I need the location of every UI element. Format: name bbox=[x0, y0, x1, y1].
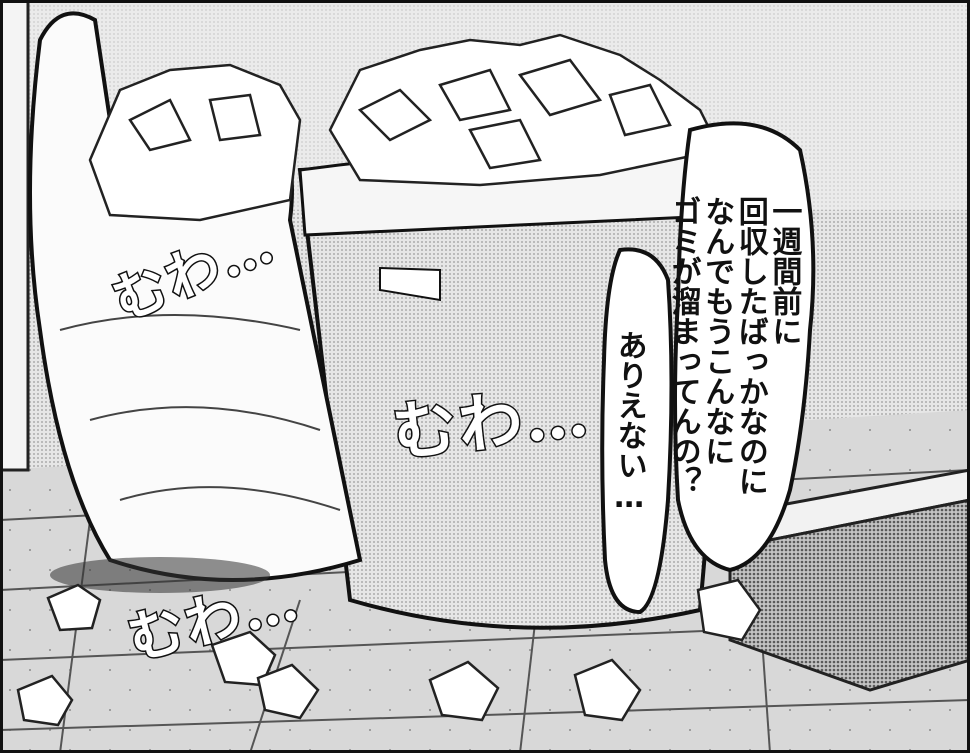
speech-balloon-side bbox=[600, 247, 674, 615]
floor-papers bbox=[16, 578, 762, 727]
speech-main-line: なんでもうこんなに bbox=[699, 196, 735, 466]
bag-shadow bbox=[50, 557, 270, 593]
speech-side-text: ありえない… bbox=[611, 330, 647, 515]
paper-mound bbox=[328, 33, 722, 187]
speech-main-line: 回収したばっかなのに bbox=[732, 196, 768, 496]
speech-main-line: ゴミが溜まってんの？ bbox=[665, 196, 701, 496]
door-frame bbox=[0, 0, 30, 472]
bag-paper-mound bbox=[88, 63, 302, 222]
speech-main-text: 一週間前に 回収したばっかなのに なんでもうこんなに ゴミが溜まってんの？ bbox=[665, 196, 802, 496]
speech-side-line: ありえない… bbox=[611, 330, 647, 515]
speech-main-line: 一週間前に bbox=[766, 196, 802, 346]
speech-balloon-main bbox=[673, 121, 816, 573]
